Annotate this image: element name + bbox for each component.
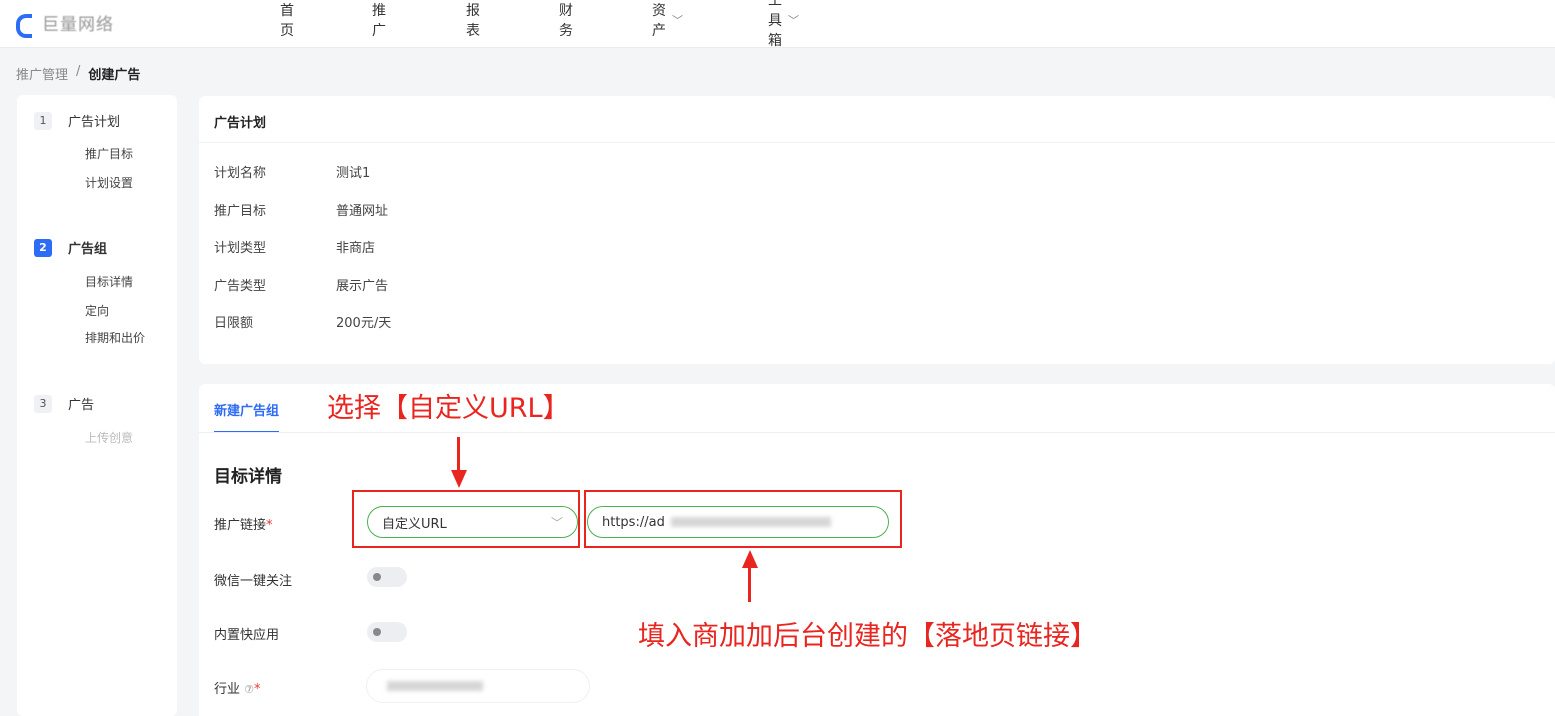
- top-navbar: 巨量网络 首页 推广 报表 财务 资产 ﹀ 工具箱 ﹀: [0, 0, 1555, 50]
- link-label: 推广链接*: [214, 514, 273, 533]
- annotation-highlight-box: [584, 490, 902, 548]
- nav-label: 财务: [559, 3, 573, 39]
- step-number: 2: [34, 238, 52, 257]
- help-icon[interactable]: ⑦: [244, 683, 255, 696]
- nav-item-toolbox[interactable]: 工具箱 ﹀: [768, 0, 799, 50]
- wechat-follow-toggle[interactable]: [367, 567, 407, 587]
- label-text: 推广链接: [214, 518, 267, 533]
- plan-row: 计划名称 测试1: [214, 162, 370, 181]
- quick-app-label: 内置快应用: [214, 628, 280, 643]
- row-key: 计划类型: [214, 241, 267, 256]
- nav-item-finance[interactable]: 财务: [559, 0, 573, 40]
- select-value: 自定义URL: [382, 516, 447, 532]
- step-sub-item: 上传创意: [85, 431, 134, 445]
- link-type-select[interactable]: 自定义URL ﹀: [367, 506, 578, 538]
- step-sub-item[interactable]: 计划设置: [85, 176, 134, 190]
- nav-label: 报表: [466, 3, 480, 39]
- row-key: 推广目标: [214, 204, 267, 219]
- arrow-up-icon: [742, 550, 758, 568]
- plan-row: 推广目标 普通网址: [214, 200, 388, 219]
- chevron-down-icon: ﹀: [788, 14, 799, 27]
- row-value: 测试1: [336, 166, 371, 181]
- quick-app-toggle[interactable]: [367, 622, 407, 642]
- annotation-select-url: 选择【自定义URL】: [327, 393, 570, 424]
- step-label: 广告计划: [68, 115, 121, 130]
- nav-item-home[interactable]: 首页: [280, 0, 294, 40]
- annotation-highlight-box: [352, 490, 580, 548]
- nav-item-promotion[interactable]: 推广: [372, 0, 386, 40]
- step-label: 广告: [68, 398, 95, 413]
- plan-row: 日限额 200元/天: [214, 312, 391, 331]
- breadcrumb: 推广管理 / 创建广告: [16, 64, 140, 83]
- step-1[interactable]: 1 广告计划: [34, 111, 120, 130]
- step-2[interactable]: 2 广告组: [34, 238, 107, 257]
- nav-item-assets[interactable]: 资产 ﹀: [652, 0, 683, 40]
- link-url-input[interactable]: https://ad: [587, 506, 889, 538]
- step-sub-item[interactable]: 排期和出价: [85, 331, 146, 345]
- step-sub-item[interactable]: 定向: [85, 304, 110, 318]
- redacted-text: [387, 681, 483, 691]
- wechat-follow-label: 微信一键关注: [214, 574, 293, 589]
- plan-row: 计划类型 非商店: [214, 237, 375, 256]
- required-mark: *: [254, 682, 261, 697]
- step-sub-item[interactable]: 推广目标: [85, 147, 134, 161]
- breadcrumb-separator: /: [76, 64, 81, 79]
- row-value: 200元/天: [336, 316, 392, 331]
- step-sub-item[interactable]: 目标详情: [85, 275, 134, 289]
- logo[interactable]: 巨量网络: [14, 10, 114, 38]
- row-key: 广告类型: [214, 279, 267, 294]
- annotation-fill-link: 填入商加加后台创建的【落地页链接】: [638, 621, 1097, 652]
- logo-text: 巨量网络: [42, 10, 114, 35]
- industry-select[interactable]: [367, 670, 589, 702]
- nav-label: 工具箱: [768, 0, 782, 49]
- plan-summary-card: 广告计划 计划名称 测试1 推广目标 普通网址 计划类型 非商店 广告类型 展示广告 日…: [199, 96, 1555, 364]
- required-mark: *: [266, 518, 273, 533]
- step-label: 广告组: [68, 242, 108, 257]
- industry-label: 行业 ⑦*: [214, 678, 261, 697]
- step-number: 3: [34, 394, 52, 413]
- row-value: 展示广告: [336, 279, 389, 294]
- url-value: https://ad: [602, 514, 665, 530]
- plan-row: 广告类型 展示广告: [214, 275, 388, 294]
- row-key: 计划名称: [214, 166, 267, 181]
- ad-group-card: 新建广告组 目标详情 推广链接* 自定义URL ﹀ https://ad 微信一…: [199, 384, 1555, 716]
- step-number: 1: [34, 111, 52, 130]
- annotation-arrow-line: [457, 437, 460, 473]
- step-3[interactable]: 3 广告: [34, 394, 94, 413]
- step-sidebar: 1 广告计划 推广目标 计划设置 2 广告组 目标详情 定向 排期和出价 3 广…: [17, 95, 177, 716]
- nav-label: 资产: [652, 3, 666, 39]
- nav-label: 推广: [372, 3, 386, 39]
- divider: [199, 432, 1555, 433]
- breadcrumb-current: 创建广告: [88, 68, 141, 83]
- annotation-arrow-line: [748, 566, 751, 602]
- row-value: 普通网址: [336, 204, 389, 219]
- nav-label: 首页: [280, 3, 294, 39]
- label-text: 行业: [214, 682, 241, 697]
- breadcrumb-parent[interactable]: 推广管理: [16, 68, 69, 83]
- row-key: 日限额: [214, 316, 254, 331]
- tab-new-ad-group[interactable]: 新建广告组: [214, 400, 280, 433]
- card-title: 广告计划: [214, 116, 267, 131]
- chevron-down-icon: ﹀: [550, 515, 563, 530]
- divider: [199, 142, 1555, 143]
- redacted-text: [670, 517, 831, 527]
- logo-icon: [14, 13, 36, 38]
- arrow-down-icon: [451, 470, 467, 488]
- nav-item-reports[interactable]: 报表: [466, 0, 480, 40]
- section-title: 目标详情: [214, 467, 282, 487]
- row-value: 非商店: [336, 241, 376, 256]
- chevron-down-icon: ﹀: [672, 14, 683, 27]
